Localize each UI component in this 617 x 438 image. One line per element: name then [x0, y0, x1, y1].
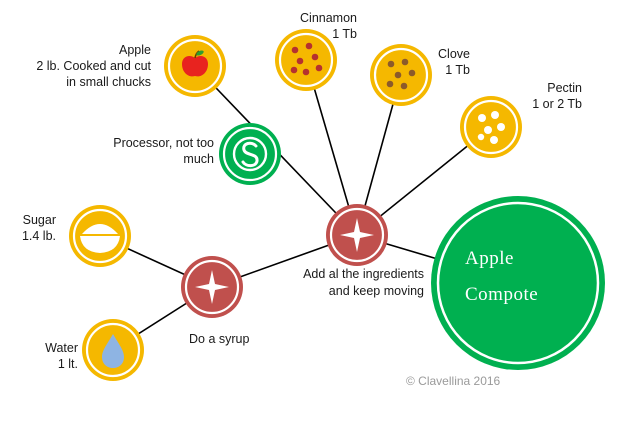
mix-node: [326, 204, 388, 266]
apple-node: [164, 35, 226, 97]
water-node: [82, 319, 144, 381]
clove-node: [370, 44, 432, 106]
four-point-star-icon: [195, 270, 229, 304]
pectin-label: Pectin 1 or 2 Tb: [532, 81, 582, 111]
cinnamon-node: [275, 29, 337, 91]
apple-icon: [182, 50, 208, 77]
sugar-label: Sugar 1.4 lb.: [22, 213, 56, 243]
clove-label-line2: 1 Tb: [445, 63, 470, 77]
result-title-line1: Apple: [465, 248, 514, 269]
processor-label-line2: much: [183, 152, 214, 166]
dotted-circle-icon: [477, 111, 505, 144]
pectin-node: [460, 96, 522, 158]
cinnamon-label: Cinnamon 1 Tb: [300, 11, 357, 41]
processor-label-line1: Processor, not too: [113, 136, 214, 150]
apple-label-line1: Apple: [119, 43, 151, 57]
mix-label-line2: and keep moving: [329, 284, 424, 298]
syrup-node: [181, 256, 243, 318]
water-label-line1: Water: [45, 341, 78, 355]
processor-label: Processor, not too much: [113, 136, 214, 166]
apple-label-line3: in small chucks: [66, 75, 151, 89]
sugar-node: [69, 205, 131, 267]
copyright-text: © Clavellina 2016: [406, 374, 501, 388]
water-label: Water 1 lt.: [45, 341, 78, 371]
result-node: Apple Compote: [431, 196, 605, 370]
cinnamon-label-line1: Cinnamon: [300, 11, 357, 25]
s-swirl-icon: [232, 136, 268, 172]
clove-label: Clove 1 Tb: [438, 47, 470, 77]
sugar-bowl-icon: [80, 224, 120, 253]
mix-label: Add al the ingredients and keep moving: [303, 267, 424, 298]
dotted-circle-icon: [290, 42, 323, 76]
pectin-label-line1: Pectin: [547, 81, 582, 95]
water-label-line2: 1 lt.: [58, 357, 78, 371]
clove-label-line1: Clove: [438, 47, 470, 61]
mix-label-line1: Add al the ingredients: [303, 267, 424, 281]
water-drop-icon: [102, 334, 124, 368]
apple-label-line2: 2 lb. Cooked and cut: [36, 59, 151, 73]
sugar-label-line2: 1.4 lb.: [22, 229, 56, 243]
result-title-line2: Compote: [465, 284, 538, 305]
processor-node: [219, 123, 281, 185]
cinnamon-label-line2: 1 Tb: [332, 27, 357, 41]
dotted-circle-icon: [386, 58, 416, 90]
four-point-star-icon: [340, 218, 374, 252]
apple-label: Apple 2 lb. Cooked and cut in small chuc…: [36, 43, 151, 89]
syrup-label: Do a syrup: [189, 332, 249, 346]
pectin-label-line2: 1 or 2 Tb: [532, 97, 582, 111]
sugar-label-line1: Sugar: [23, 213, 56, 227]
